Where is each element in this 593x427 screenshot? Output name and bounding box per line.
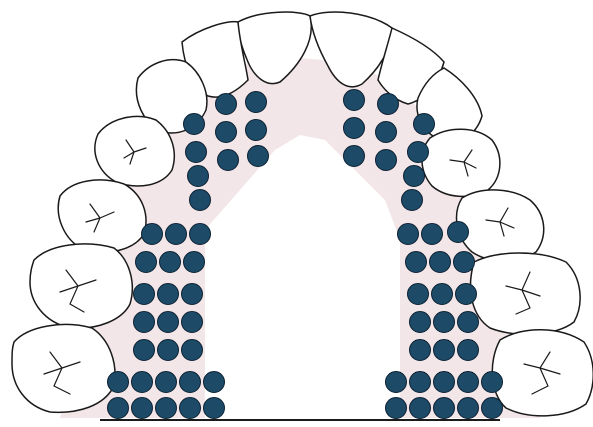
marker-dot <box>216 122 237 143</box>
marker-dot <box>422 224 443 245</box>
marker-dot <box>108 398 129 419</box>
marker-dot <box>434 372 455 393</box>
marker-dot <box>166 224 187 245</box>
marker-dot <box>344 118 365 139</box>
marker-dot <box>448 222 469 243</box>
marker-dot <box>386 398 407 419</box>
marker-dot <box>432 284 453 305</box>
marker-dot <box>142 224 163 245</box>
marker-dot <box>404 166 425 187</box>
marker-dot <box>434 312 455 333</box>
marker-dot <box>160 252 181 273</box>
marker-dot <box>158 340 179 361</box>
second-molar-left <box>12 324 115 412</box>
marker-dot <box>458 340 479 361</box>
marker-dot <box>408 142 429 163</box>
marker-dot <box>156 372 177 393</box>
marker-dot <box>182 340 203 361</box>
marker-dot <box>482 372 503 393</box>
marker-dot <box>134 340 155 361</box>
marker-dot <box>204 372 225 393</box>
marker-dot <box>132 372 153 393</box>
marker-dot <box>180 398 201 419</box>
marker-dot <box>188 166 209 187</box>
marker-dot <box>376 122 397 143</box>
marker-dot <box>190 190 211 211</box>
marker-dot <box>482 398 503 419</box>
marker-dot <box>134 284 155 305</box>
marker-dot <box>246 120 267 141</box>
marker-dot <box>378 94 399 115</box>
marker-dot <box>190 224 211 245</box>
marker-dot <box>186 142 207 163</box>
marker-dot <box>458 398 479 419</box>
marker-dot <box>182 312 203 333</box>
marker-dot <box>158 312 179 333</box>
marker-dot <box>158 284 179 305</box>
marker-dot <box>136 252 157 273</box>
marker-dot <box>376 150 397 171</box>
marker-dot <box>410 398 431 419</box>
marker-dot <box>184 252 205 273</box>
marker-dot <box>386 372 407 393</box>
marker-dot <box>406 252 427 273</box>
second-premolar-right <box>457 190 544 261</box>
marker-dot <box>410 340 431 361</box>
second-premolar-left <box>58 180 146 252</box>
marker-dot <box>408 284 429 305</box>
marker-dot <box>434 340 455 361</box>
marker-dot <box>108 372 129 393</box>
first-molar-left <box>30 244 132 328</box>
marker-dot <box>410 312 431 333</box>
first-premolar-right <box>422 129 500 196</box>
marker-dot <box>344 90 365 111</box>
marker-dot <box>180 372 201 393</box>
marker-dot <box>132 398 153 419</box>
marker-dot <box>182 284 203 305</box>
marker-dot <box>458 372 479 393</box>
marker-dot <box>402 190 423 211</box>
marker-dot <box>398 224 419 245</box>
marker-dot <box>184 114 205 135</box>
marker-dot <box>246 92 267 113</box>
marker-dot <box>414 114 435 135</box>
marker-dot <box>156 398 177 419</box>
marker-dot <box>204 398 225 419</box>
first-molar-right <box>471 253 581 334</box>
marker-dot <box>134 312 155 333</box>
marker-dot <box>216 94 237 115</box>
marker-dot <box>248 146 269 167</box>
marker-dot <box>410 372 431 393</box>
marker-dot <box>456 284 477 305</box>
marker-dot <box>430 252 451 273</box>
marker-dot <box>458 312 479 333</box>
marker-dot <box>454 252 475 273</box>
marker-dot <box>218 150 239 171</box>
marker-dot <box>344 146 365 167</box>
marker-dot <box>434 398 455 419</box>
